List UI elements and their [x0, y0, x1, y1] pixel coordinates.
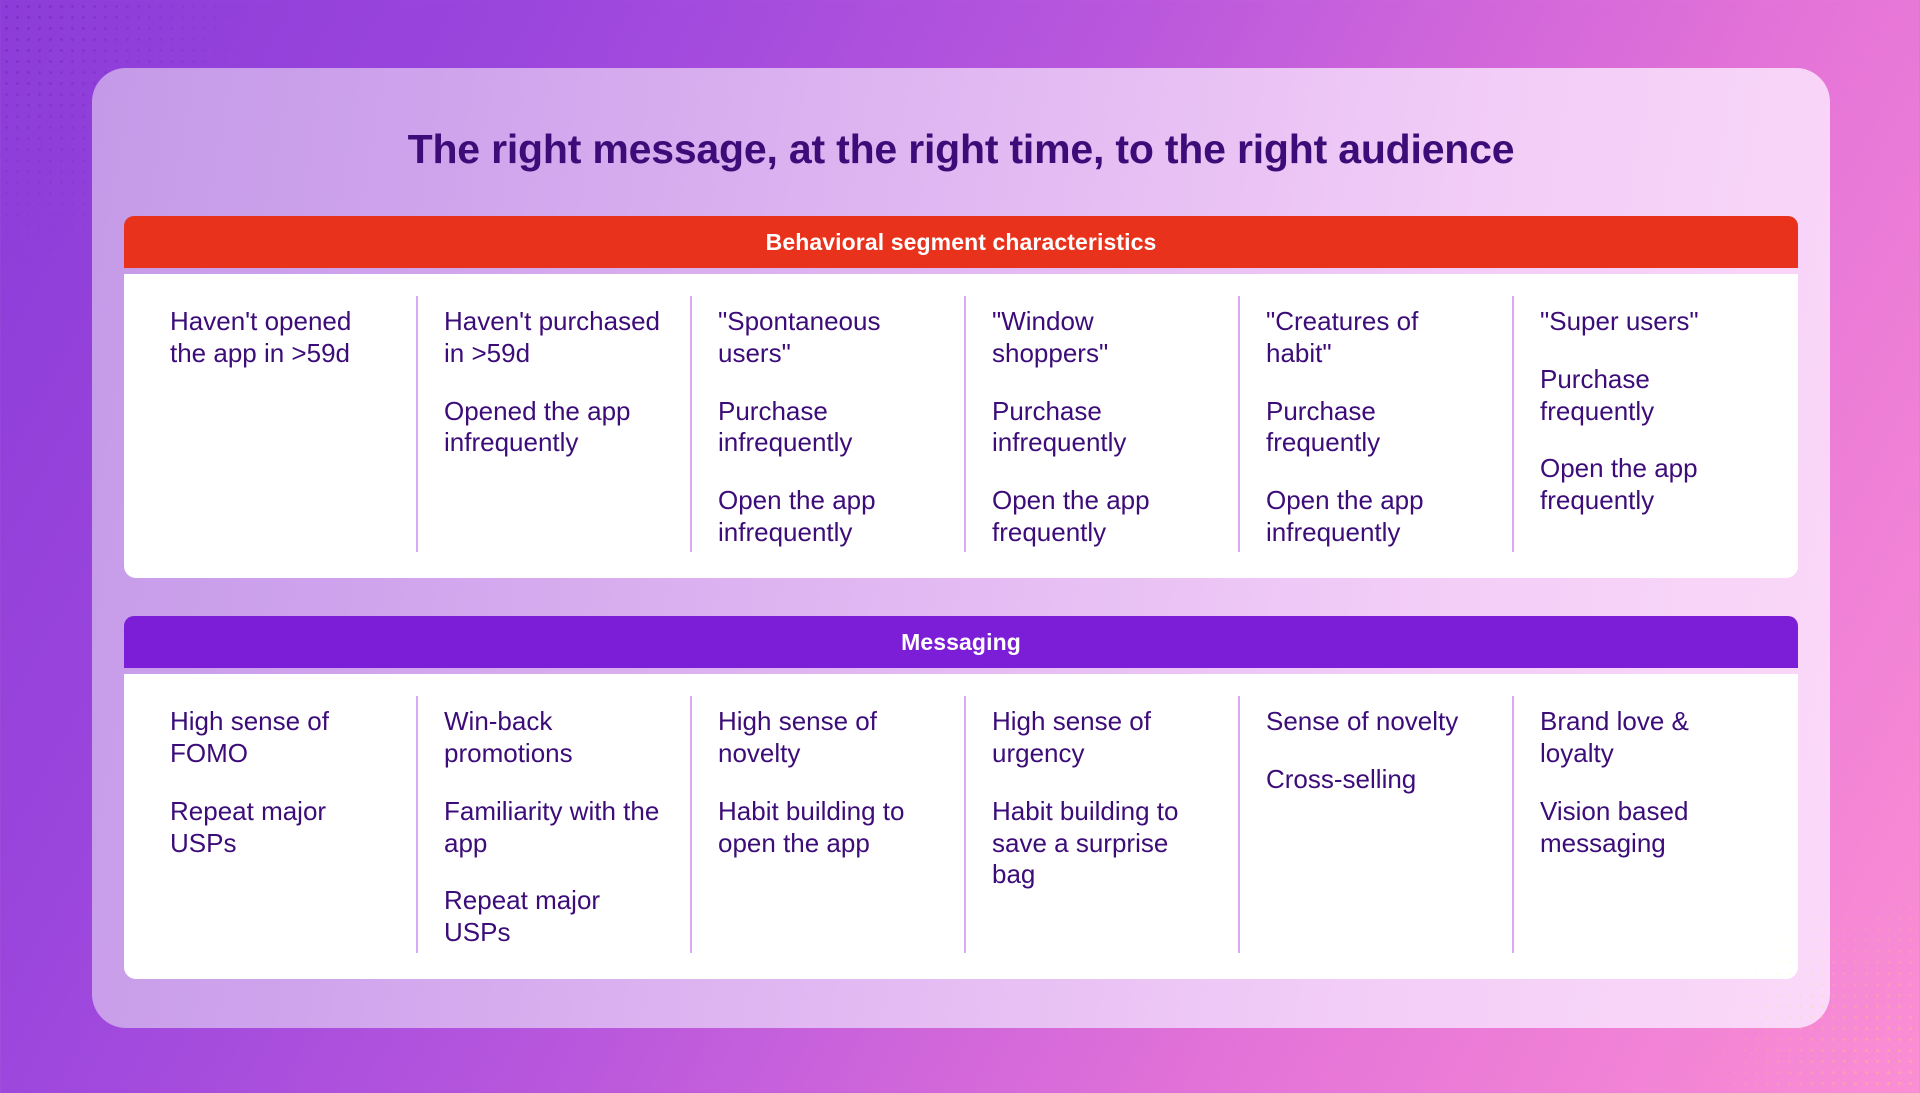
characteristics-column-6: "Super users" Purchase frequently Open t… [1512, 296, 1798, 553]
messaging-column-2: Win-back promotions Familiarity with the… [416, 696, 690, 953]
messaging-column-4: High sense of urgency Habit building to … [964, 696, 1238, 953]
section-messaging: Messaging High sense of FOMO Repeat majo… [124, 616, 1798, 979]
messaging-item: Repeat major USPs [444, 885, 601, 948]
messaging-column-6: Brand love & loyalty Vision based messag… [1512, 696, 1798, 953]
characteristics-column-1: Haven't opened the app in >59d [124, 296, 416, 552]
section-header-messaging: Messaging [124, 616, 1798, 669]
messaging-item: Habit building to save a surprise bag [992, 795, 1179, 890]
messaging-columns: High sense of FOMO Repeat major USPs Win… [124, 674, 1798, 979]
messaging-column-5: Sense of novelty Cross-selling [1238, 696, 1512, 953]
characteristics-column-3: "Spontaneous users" Purchase infrequentl… [690, 296, 964, 553]
messaging-item: High sense of FOMO [170, 706, 329, 769]
messaging-item: Cross-selling [1266, 764, 1417, 795]
messaging-item: Familiarity with the app [444, 795, 660, 858]
characteristics-item: "Window shoppers" [992, 306, 1109, 368]
characteristics-column-4: "Window shoppers" Purchase infrequently … [964, 296, 1238, 553]
messaging-item: Repeat major USPs [170, 795, 327, 858]
characteristics-item: Purchase frequently [1540, 363, 1655, 426]
messaging-column-1: High sense of FOMO Repeat major USPs [124, 696, 416, 952]
characteristics-item: "Spontaneous users" [718, 306, 881, 368]
content-card: The right message, at the right time, to… [92, 68, 1830, 1028]
messaging-item: Habit building to open the app [718, 795, 905, 858]
section-header-behavioral-characteristics: Behavioral segment characteristics [124, 216, 1798, 269]
messaging-item: Brand love & loyalty [1540, 706, 1689, 769]
page-title: The right message, at the right time, to… [407, 126, 1515, 172]
characteristics-item: Purchase frequently [1266, 395, 1381, 458]
messaging-item: Vision based messaging [1540, 795, 1689, 858]
characteristics-item: Open the app frequently [992, 485, 1150, 547]
section-behavioral-characteristics: Behavioral segment characteristics Haven… [124, 216, 1798, 579]
characteristics-item: Open the app frequently [1540, 453, 1698, 516]
messaging-column-3: High sense of novelty Habit building to … [690, 696, 964, 953]
characteristics-column-2: Haven't purchased in >59d Opened the app… [416, 296, 690, 553]
characteristics-item: Open the app infrequently [718, 485, 876, 547]
characteristics-item: Haven't opened the app in >59d [170, 306, 352, 368]
characteristics-item: Opened the app infrequently [444, 395, 631, 458]
characteristics-item: Open the app infrequently [1266, 485, 1424, 547]
messaging-item: Sense of novelty [1266, 706, 1459, 737]
characteristics-item: Purchase infrequently [992, 395, 1127, 458]
messaging-item: High sense of urgency [992, 706, 1151, 769]
messaging-item: High sense of novelty [718, 706, 877, 769]
characteristics-item: Haven't purchased in >59d [444, 306, 660, 368]
characteristics-item: "Super users" [1540, 306, 1699, 337]
characteristics-item: Purchase infrequently [718, 395, 853, 458]
characteristics-column-5: "Creatures of habit" Purchase frequently… [1238, 296, 1512, 553]
characteristics-columns: Haven't opened the app in >59d Haven't p… [124, 274, 1798, 579]
characteristics-item: "Creatures of habit" [1266, 306, 1419, 368]
messaging-item: Win-back promotions [444, 706, 573, 769]
